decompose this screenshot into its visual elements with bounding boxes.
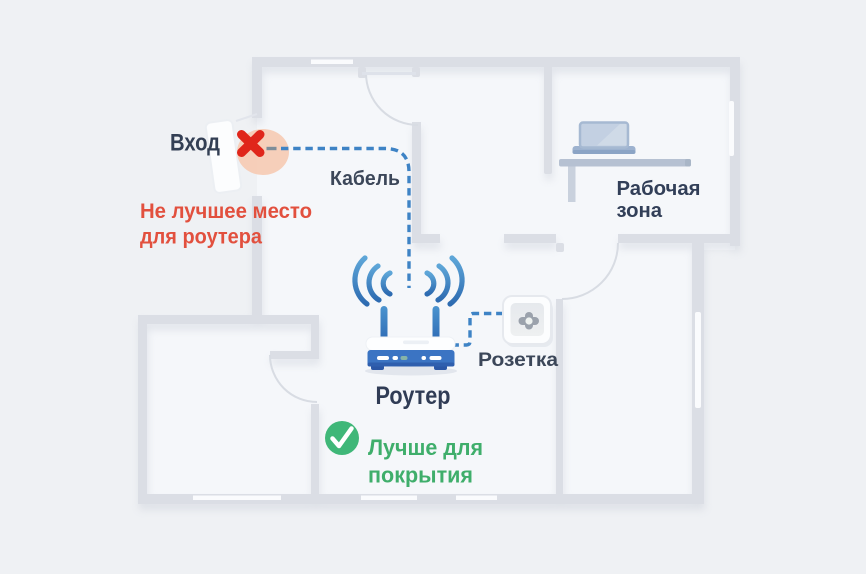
svg-text:Не лучшее место: Не лучшее место [140, 200, 312, 223]
svg-text:Лучше для: Лучше для [368, 435, 483, 460]
svg-text:зона: зона [617, 200, 663, 222]
svg-text:покрытия: покрытия [368, 463, 473, 488]
svg-text:Кабель: Кабель [330, 168, 400, 190]
svg-text:Роутер: Роутер [376, 382, 451, 410]
svg-text:Рабочая: Рабочая [617, 178, 701, 200]
svg-text:Розетка: Розетка [478, 350, 558, 371]
svg-text:Вход: Вход [170, 130, 220, 157]
svg-text:для роутера: для роутера [140, 225, 262, 248]
